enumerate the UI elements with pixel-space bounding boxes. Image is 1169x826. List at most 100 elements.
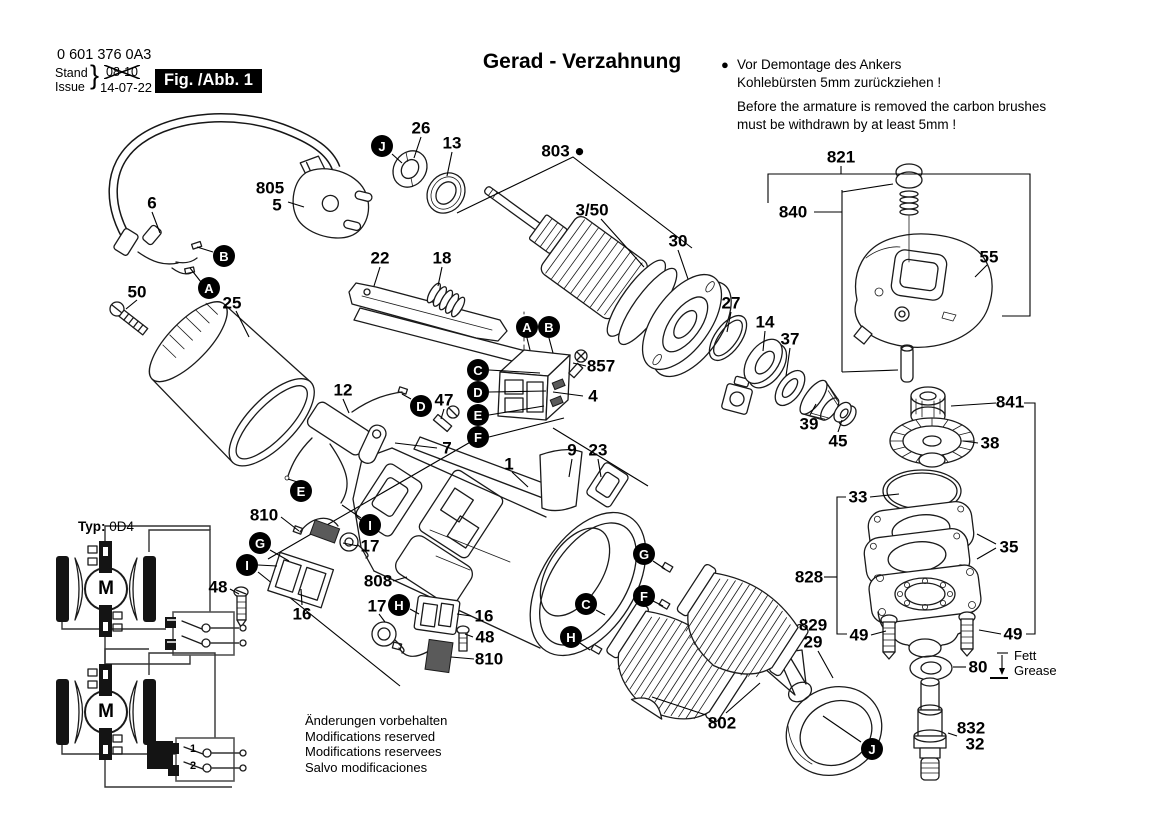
footer-note-fr: Modifications reservees [305,744,442,759]
nut-45-drawing [833,401,857,427]
part-label-25-805: 805 [255,178,285,198]
callout-14-G: G [633,543,655,565]
part-label-15-33: 33 [848,487,868,507]
callout-3-A: A [516,316,538,338]
part-label-22-29: 29 [803,632,823,652]
part-label-4-30: 30 [668,231,688,251]
wiring-schematic-2 [56,648,247,788]
part-label-6-14: 14 [755,312,775,332]
callout-6-D: D [467,381,489,403]
callout-11-I: I [359,514,381,536]
armature-drawing [484,186,704,352]
part-label-21-829: 829 [798,615,828,635]
part-label-42-48: 48 [208,577,228,597]
cap-spring-drawing [895,163,923,263]
part-label-2-803: 803 ● [541,141,585,161]
plug-drawing [292,155,373,239]
callout-7-E: E [467,404,489,426]
type-label: Typ: [78,519,106,534]
part-label-48-810: 810 [474,649,504,669]
spring-18-drawing [426,282,466,318]
grease-note: Fett Grease [1014,648,1057,678]
part-label-18-49: 49 [849,625,869,645]
callout-2-A: A [198,277,220,299]
power-cord-drawing [108,113,341,275]
part-label-40-810: 810 [249,505,279,525]
part-label-28-50: 50 [127,282,147,302]
grease-line-de: Fett [1014,648,1037,663]
bearing-14-drawing [743,338,788,389]
washer-37-drawing [774,369,806,407]
callout-18-H: H [388,594,410,616]
part-label-45-17: 17 [367,596,387,616]
callout-13-I: I [236,554,258,576]
part-label-12-55: 55 [979,247,999,267]
callout-8-F: F [467,426,489,448]
callout-4-B: B [538,316,560,338]
field-housing-drawing [148,301,315,467]
part-label-49-802: 802 [707,713,737,733]
leader-lines [125,136,1036,743]
footer-note-en: Modifications reserved [305,728,436,744]
washer-80-drawing [909,655,953,681]
part-label-44-808: 808 [363,571,393,591]
felt-ring-26-drawing [392,150,428,188]
part-label-37-1: 1 [504,454,514,474]
button-23-drawing [586,462,629,508]
screw-49-left-drawing [880,614,898,660]
part-label-36-7: 7 [442,438,452,458]
oring-27-drawing [708,314,748,362]
terminal-2-label: 2 [189,760,197,772]
part-label-30-22: 22 [370,248,390,268]
brush-assembly-lower-drawing [371,594,470,674]
part-label-10-821: 821 [826,147,856,167]
bevel-gear-38-drawing [889,417,975,468]
part-label-33-4: 4 [588,386,598,406]
field-coil-rear-drawing [676,563,809,678]
plate-808-drawing [395,535,473,605]
type-designation: Typ: 0D4 [78,519,134,534]
callout-17-H: H [560,626,582,648]
callout-0-J: J [371,135,393,157]
bearing-13-drawing [426,172,466,214]
part-label-1-13: 13 [442,133,462,153]
part-label-34-12: 12 [333,380,353,400]
part-label-31-18: 18 [432,248,452,268]
footer-note-es: Salvo modificaciones [305,759,428,775]
document-number: 0 601 376 0A3 [57,47,152,63]
callout-10-E: E [290,480,312,502]
callout-19-J: J [861,738,883,760]
motor-symbol: M [98,701,114,722]
grease-line-en: Grease [1014,663,1057,678]
figure-label: Fig. /Abb. 1 [155,69,262,93]
part-label-24-32: 32 [965,734,985,754]
bullet-icon: ● [721,57,729,72]
issue-label: Issue [55,80,85,94]
part-label-3-350: 3/50 [575,200,609,220]
part-label-11-840: 840 [778,202,808,222]
note-line-de-2: Kohlebürsten 5mm zurückziehen ! [737,75,942,90]
part-label-0-26: 26 [411,118,431,138]
screw-49-right-drawing [958,611,976,657]
brush-assembly-top-drawing [233,517,369,628]
part-label-38-9: 9 [567,440,577,460]
callout-15-F: F [633,585,655,607]
motor-symbol: M [98,578,114,599]
callout-9-D: D [410,395,432,417]
page-title: Gerad - Verzahnung [482,50,682,73]
part-label-17-828: 828 [794,567,824,587]
part-label-7-37: 37 [780,329,800,349]
part-label-29-25: 25 [222,293,242,313]
part-label-46-16: 16 [474,606,494,626]
stand-label: Stand [55,66,88,80]
spindle-832-drawing [913,677,947,781]
type-value: 0D4 [109,519,135,534]
part-label-20-80: 80 [968,657,988,677]
note-line-en-1: Before the armature is removed the carbo… [737,99,1047,114]
pin-drawing [900,344,914,383]
warning-note: ● Vor Demontage des Ankers Kohlebürsten … [721,56,1047,134]
footer-notes: Änderungen vorbehalten Modifications res… [305,713,447,775]
part-label-41-17: 17 [360,536,380,556]
gear-housing-drawing [853,233,993,348]
screw-47-drawing [432,405,460,433]
